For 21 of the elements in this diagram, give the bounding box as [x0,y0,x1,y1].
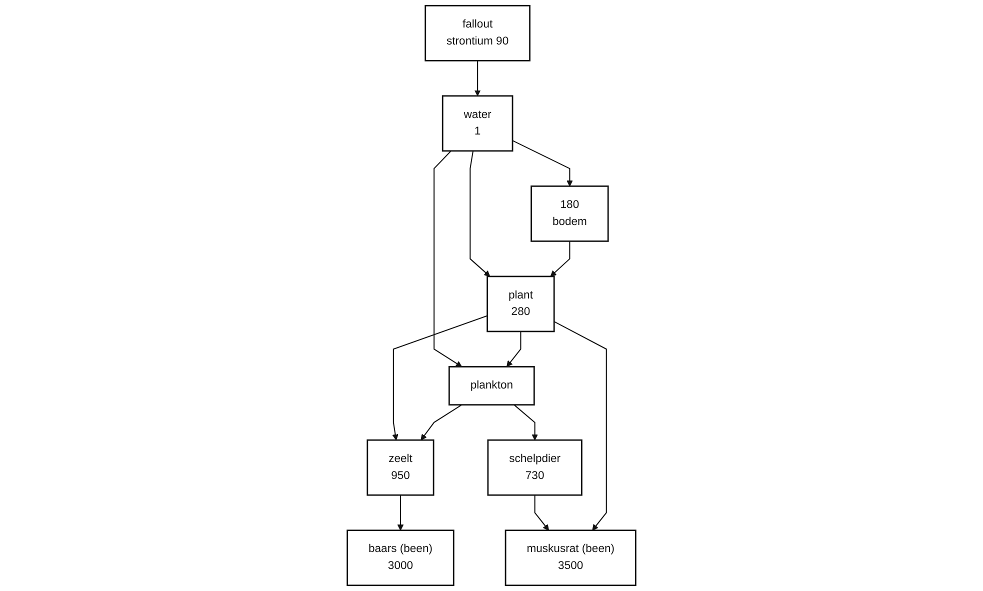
arrow [474,60,481,96]
arrow [554,321,607,531]
arrow [420,404,462,440]
arrow [392,315,488,440]
node-box: schelpdier 730 [487,439,582,496]
arrow [550,241,570,277]
node-box: baars (been) 3000 [346,530,454,586]
node-box: plant 280 [486,276,555,332]
node-box: fallout strontium 90 [424,4,530,62]
node-box: muskusrat (been) 3500 [504,530,636,586]
arrow [506,331,522,367]
node-box: plankton [448,366,535,406]
arrow [397,495,404,531]
arrow [534,495,550,531]
node-box: zeelt 950 [366,439,434,496]
arrow [470,150,490,277]
arrow [514,404,538,440]
node-box: water 1 [442,95,514,152]
arrow [512,140,573,186]
node-box: 180 bodem [530,185,609,242]
arrow [434,150,462,367]
